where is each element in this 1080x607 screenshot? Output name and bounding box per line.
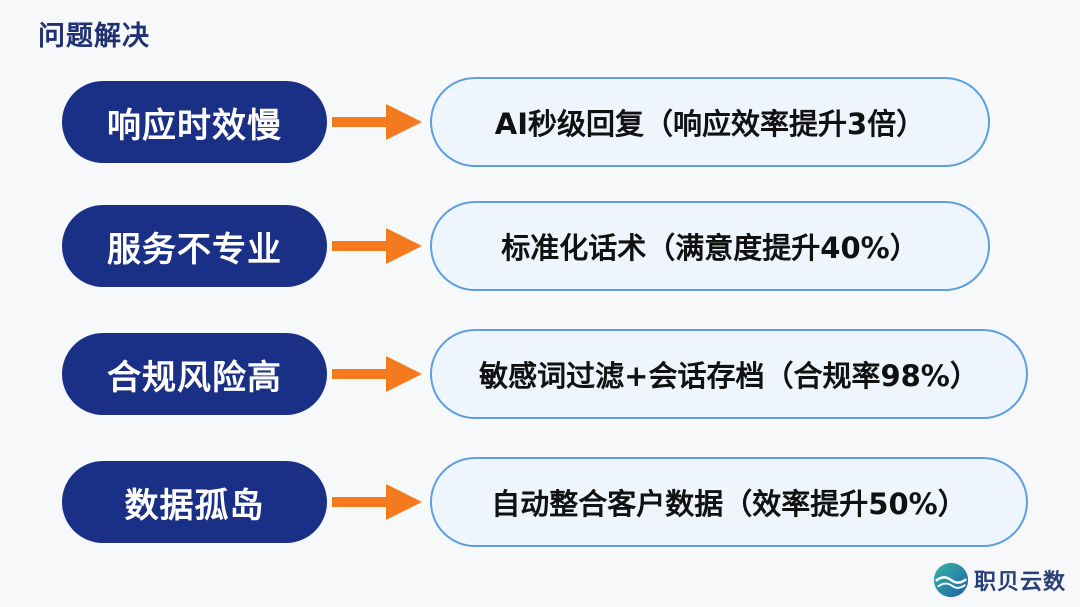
problem-solution-row: 数据孤岛 自动整合客户数据（效率提升50%） [0,457,1080,547]
solution-label: 标准化话术（满意度提升40%） [430,201,990,291]
problem-solution-row: 服务不专业 标准化话术（满意度提升40%） [0,201,1080,291]
arrow-right-icon [332,104,422,140]
solution-label: 敏感词过滤+会话存档（合规率98%） [430,329,1028,419]
problem-solution-row: 合规风险高 敏感词过滤+会话存档（合规率98%） [0,329,1080,419]
problem-label: 数据孤岛 [62,461,327,543]
arrow-right-icon [332,484,422,520]
problem-label: 响应时效慢 [62,81,327,163]
arrow-right-icon [332,228,422,264]
problem-label: 合规风险高 [62,333,327,415]
solution-label: AI秒级回复（响应效率提升3倍） [430,77,990,167]
wave-globe-logo-icon [933,562,969,598]
problem-label: 服务不专业 [62,205,327,287]
problem-solution-row: 响应时效慢 AI秒级回复（响应效率提升3倍） [0,77,1080,167]
brand-name: 职贝云数 [973,570,1066,595]
page-title: 问题解决 [38,21,150,52]
arrow-right-icon [332,356,422,392]
brand-logo: 职贝云数 [932,561,1066,599]
solution-label: 自动整合客户数据（效率提升50%） [430,457,1028,547]
